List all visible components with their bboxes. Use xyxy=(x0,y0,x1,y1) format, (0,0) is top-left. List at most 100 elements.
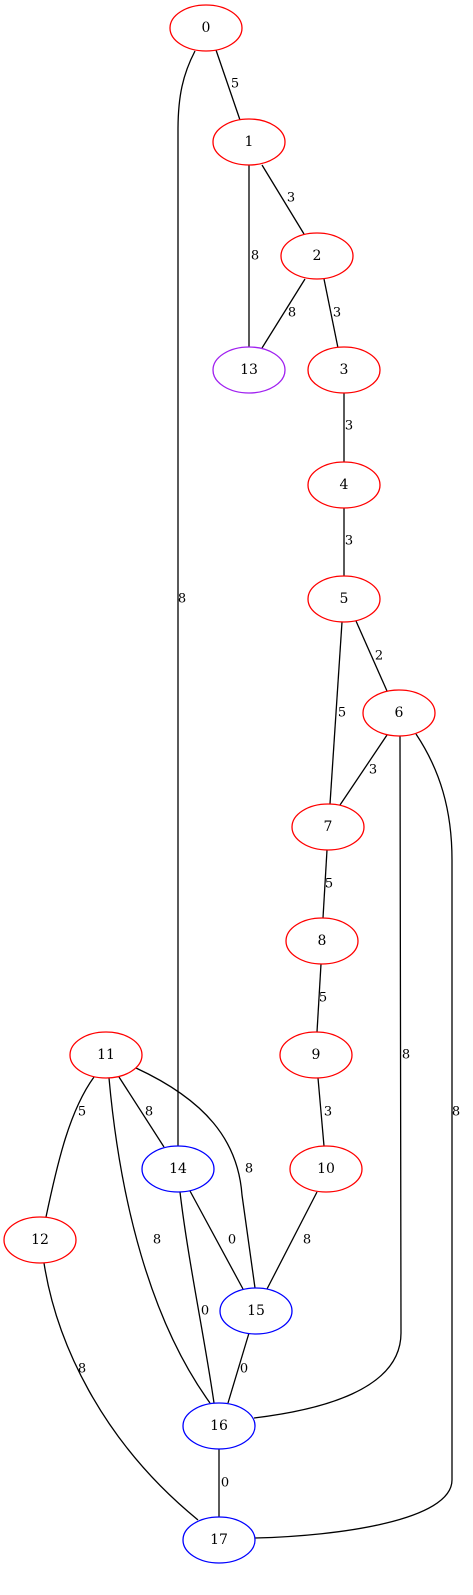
node-4-label: 4 xyxy=(340,477,349,493)
edge-weight-0-14: 8 xyxy=(178,592,186,607)
edge-weight-8-9: 5 xyxy=(319,991,327,1006)
node-6-ellipse xyxy=(362,689,436,737)
edge-weight-10-15: 8 xyxy=(303,1233,311,1248)
edge-weight-5-7: 5 xyxy=(338,706,346,721)
node-12-label: 12 xyxy=(31,1232,49,1248)
node-12-ellipse xyxy=(3,1216,77,1264)
node-12: 12 xyxy=(3,1216,77,1264)
node-2-ellipse xyxy=(280,232,354,280)
node-14-label: 14 xyxy=(169,1161,187,1177)
edge-weight-0-1: 5 xyxy=(231,77,239,92)
edge-weight-9-10: 3 xyxy=(324,1105,332,1120)
node-5-ellipse xyxy=(307,575,381,623)
edge-7-8 xyxy=(322,849,328,919)
node-2: 2 xyxy=(280,232,354,280)
node-17: 17 xyxy=(182,1516,256,1564)
node-6-label: 6 xyxy=(395,705,404,721)
node-2-label: 2 xyxy=(313,248,322,264)
node-4-ellipse xyxy=(307,461,381,509)
node-8-label: 8 xyxy=(318,933,327,949)
node-1-label: 1 xyxy=(245,134,254,150)
edge-6-7 xyxy=(339,734,388,806)
edge-weight-6-7: 3 xyxy=(369,763,377,778)
node-10: 10 xyxy=(289,1145,363,1193)
edge-14-16 xyxy=(179,1191,215,1404)
edge-weight-12-17: 8 xyxy=(78,1362,86,1377)
edge-0-1 xyxy=(215,49,241,121)
node-11: 11 xyxy=(69,1031,143,1079)
edge-weight-4-5: 3 xyxy=(345,534,353,549)
node-13-ellipse xyxy=(212,346,286,394)
edge-5-6 xyxy=(355,620,388,692)
edge-2-3 xyxy=(323,278,339,349)
node-15-ellipse xyxy=(219,1287,293,1335)
edges-layer xyxy=(43,49,453,1539)
node-15: 15 xyxy=(219,1287,293,1335)
node-7-label: 7 xyxy=(324,819,333,835)
edge-6-16 xyxy=(253,735,402,1419)
edge-8-9 xyxy=(316,963,322,1033)
edge-weight-14-15: 0 xyxy=(228,1233,236,1248)
node-0-label: 0 xyxy=(202,20,211,36)
edge-weight-3-4: 3 xyxy=(345,419,353,434)
node-13: 13 xyxy=(212,346,286,394)
edge-14-15 xyxy=(189,1190,244,1290)
node-15-label: 15 xyxy=(247,1303,265,1319)
edge-9-10 xyxy=(317,1077,325,1147)
node-7-ellipse xyxy=(291,803,365,851)
edge-weight-11-12: 5 xyxy=(78,1105,86,1120)
edge-weight-14-16: 0 xyxy=(201,1304,209,1319)
edge-weight-7-8: 5 xyxy=(325,877,333,892)
node-0: 0 xyxy=(169,4,243,52)
node-10-ellipse xyxy=(289,1145,363,1193)
edge-weight-15-16: 0 xyxy=(240,1362,248,1377)
edge-weight-16-17: 0 xyxy=(221,1476,229,1491)
node-1: 1 xyxy=(212,118,286,166)
node-16-ellipse xyxy=(182,1402,256,1450)
node-16: 16 xyxy=(182,1402,256,1450)
edge-weight-1-13: 8 xyxy=(251,249,259,264)
edge-weight-11-15: 8 xyxy=(245,1162,253,1177)
node-8-ellipse xyxy=(285,917,359,965)
edge-weight-6-16: 8 xyxy=(402,1048,410,1063)
node-3-ellipse xyxy=(307,346,381,394)
node-17-ellipse xyxy=(182,1516,256,1564)
edge-weight-6-17: 8 xyxy=(452,1105,460,1120)
edge-6-17 xyxy=(254,733,453,1539)
node-13-label: 13 xyxy=(240,362,258,378)
edge-weight-11-16: 8 xyxy=(153,1233,161,1248)
edge-15-16 xyxy=(227,1332,250,1404)
node-11-ellipse xyxy=(69,1031,143,1079)
node-1-ellipse xyxy=(212,118,286,166)
node-4: 4 xyxy=(307,461,381,509)
edge-11-14 xyxy=(118,1076,165,1148)
edge-weight-2-13: 8 xyxy=(288,306,296,321)
node-11-label: 11 xyxy=(97,1047,115,1063)
node-5-label: 5 xyxy=(340,591,349,607)
edge-1-2 xyxy=(261,164,305,235)
edge-11-16 xyxy=(108,1077,211,1404)
node-7: 7 xyxy=(291,803,365,851)
node-14-ellipse xyxy=(141,1145,215,1193)
node-3: 3 xyxy=(307,346,381,394)
node-14: 14 xyxy=(141,1145,215,1193)
edge-11-15 xyxy=(135,1067,256,1289)
edge-weight-5-6: 2 xyxy=(375,649,383,664)
edge-weight-1-2: 3 xyxy=(287,191,295,206)
edge-12-17 xyxy=(43,1262,199,1521)
node-9: 9 xyxy=(279,1031,353,1079)
edge-weight-11-14: 8 xyxy=(145,1105,153,1120)
node-9-label: 9 xyxy=(312,1047,321,1063)
edge-10-15 xyxy=(266,1191,318,1290)
node-10-label: 10 xyxy=(317,1161,335,1177)
edge-0-14 xyxy=(177,50,196,1146)
edge-11-12 xyxy=(45,1076,95,1218)
edge-5-7 xyxy=(329,621,343,805)
node-8: 8 xyxy=(285,917,359,965)
node-6: 6 xyxy=(362,689,436,737)
edge-2-13 xyxy=(261,278,306,349)
node-3-label: 3 xyxy=(340,362,349,378)
node-16-label: 16 xyxy=(210,1418,228,1434)
